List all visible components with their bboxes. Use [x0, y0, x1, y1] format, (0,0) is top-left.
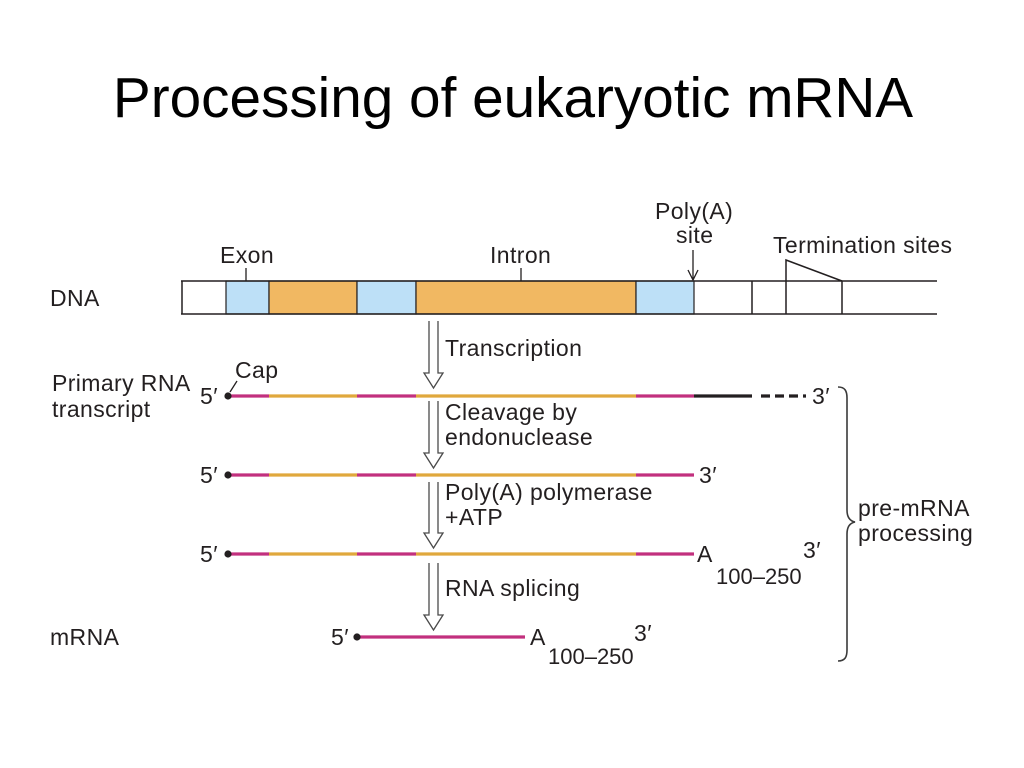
step-label-line1: Transcription — [445, 335, 582, 361]
five-prime-label: 5′ — [200, 462, 218, 488]
poly-a-tail-base: A — [697, 541, 713, 567]
five-prime-cap-dot — [224, 471, 232, 479]
step-label-line2: endonuclease — [445, 424, 593, 450]
mrna-label: mRNA — [50, 624, 120, 650]
poly-a-tail-length: 100–250 — [716, 564, 802, 589]
five-prime-label: 5′ — [200, 383, 218, 409]
exon-label: Exon — [220, 242, 274, 268]
pre-mrna-processing-brace-group: pre-mRNA processing — [837, 386, 973, 662]
step-label-line2: +ATP — [445, 504, 503, 530]
cap-pointer-line — [229, 380, 238, 393]
primary-transcript-row: Primary RNA transcript 5′ Cap 3′ — [52, 357, 830, 422]
polyadenylated-transcript-row: 5′ A 100–250 3′ — [200, 537, 821, 589]
brace-label-line2: processing — [858, 520, 973, 546]
dna-intron-1 — [268, 280, 358, 315]
five-prime-label: 5′ — [331, 624, 349, 650]
step-splicing: RNA splicing — [422, 563, 580, 632]
curly-brace-icon — [837, 386, 856, 662]
three-prime-label: 3′ — [699, 462, 717, 488]
hollow-down-arrow-icon — [422, 563, 445, 632]
step-label-line1: Cleavage by — [445, 399, 577, 425]
five-prime-cap-dot — [224, 550, 232, 558]
slide-title: Processing of eukaryotic mRNA — [113, 67, 913, 130]
brace-label-line1: pre-mRNA — [858, 495, 970, 521]
five-prime-label: 5′ — [200, 541, 218, 567]
hollow-down-arrow-icon — [422, 482, 445, 550]
mrna-row: mRNA 5′ A 100–250 3′ — [50, 620, 652, 669]
intron-label: Intron — [490, 242, 551, 268]
step-cleavage: Cleavage by endonuclease — [422, 399, 593, 470]
dna-row: DNA Exon Intron Poly(A) site Termination… — [50, 198, 952, 315]
hollow-down-arrow-icon — [422, 321, 445, 390]
polya-site-label-line2: site — [676, 222, 713, 248]
five-prime-cap-dot — [224, 392, 232, 400]
termination-sites-flag — [785, 258, 843, 314]
five-prime-cap-dot — [353, 633, 361, 641]
termination-sites-label: Termination sites — [773, 232, 952, 258]
cleaved-transcript-row: 5′ 3′ — [200, 462, 717, 488]
three-prime-label: 3′ — [812, 383, 830, 409]
three-prime-label: 3′ — [634, 620, 652, 646]
primary-transcript-label-line2: transcript — [52, 396, 151, 422]
step-label-line1: RNA splicing — [445, 575, 580, 601]
cap-label: Cap — [235, 357, 278, 383]
dna-exon-3 — [635, 280, 695, 315]
step-transcription: Transcription — [422, 321, 582, 390]
step-polyadenylation: Poly(A) polymerase +ATP — [422, 479, 653, 550]
dna-label: DNA — [50, 285, 100, 311]
dna-intron-2 — [415, 280, 637, 315]
three-prime-label: 3′ — [803, 537, 821, 563]
poly-a-tail-base: A — [530, 624, 546, 650]
polya-site-arrowhead — [687, 269, 699, 282]
polya-site-label-line1: Poly(A) — [655, 198, 733, 224]
step-label-line1: Poly(A) polymerase — [445, 479, 653, 505]
dna-exon-2 — [356, 280, 417, 315]
primary-transcript-label-line1: Primary RNA — [52, 370, 191, 396]
poly-a-tail-length: 100–250 — [548, 644, 634, 669]
hollow-down-arrow-icon — [422, 401, 445, 470]
dna-exon-1 — [225, 280, 270, 315]
